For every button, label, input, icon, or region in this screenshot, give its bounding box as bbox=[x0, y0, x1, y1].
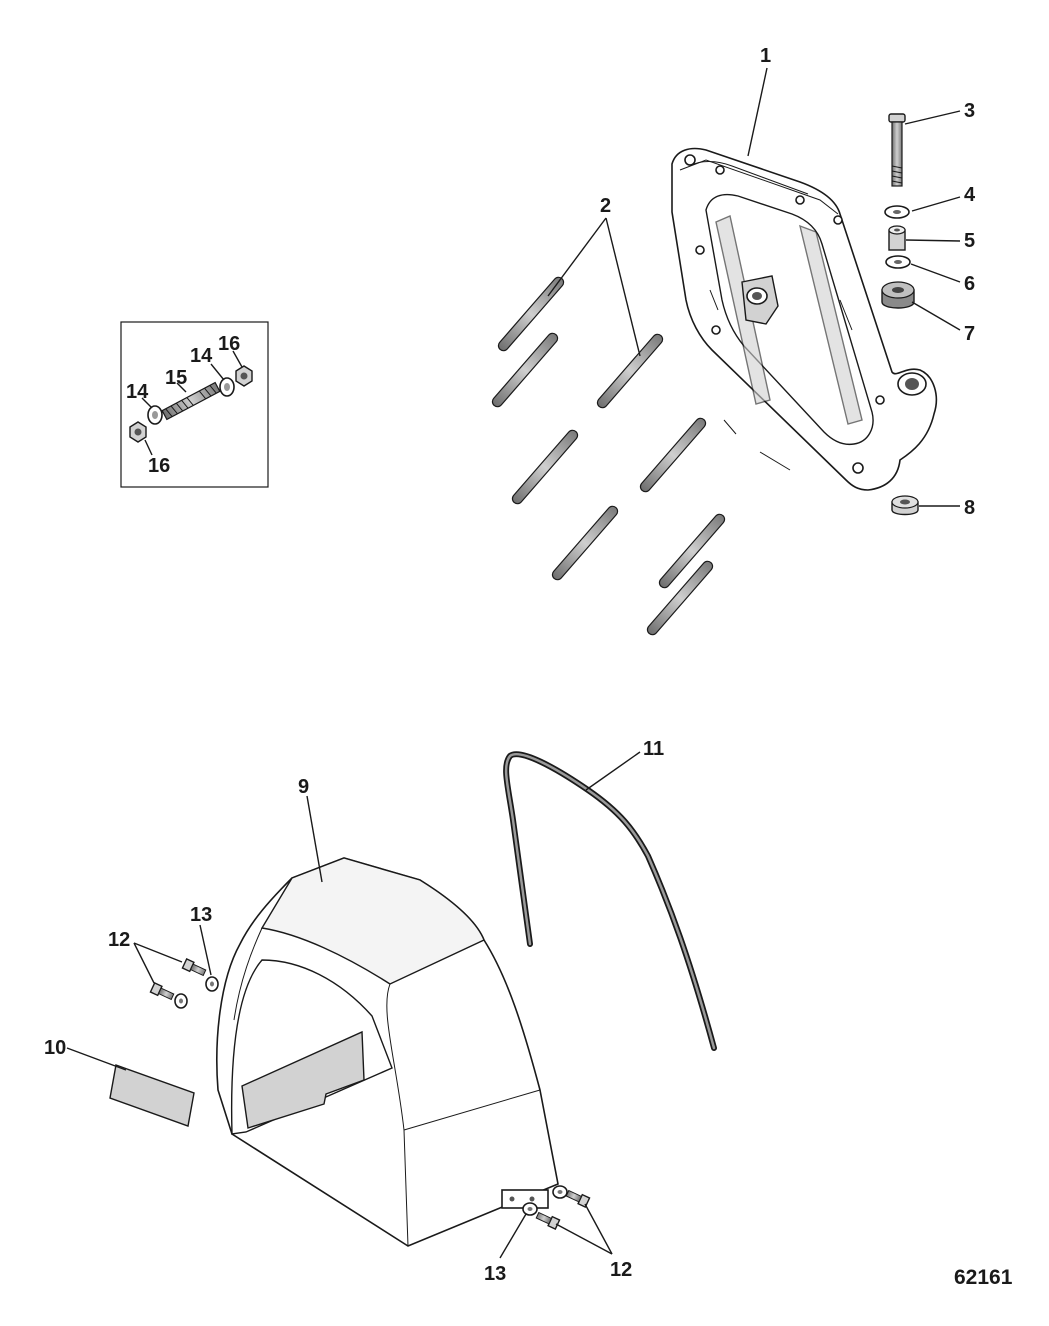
seal-strip-part-11 bbox=[503, 751, 717, 1051]
leader-11 bbox=[585, 751, 641, 791]
leader-6 bbox=[910, 263, 961, 283]
cover-shell-part-9 bbox=[216, 857, 559, 1247]
pin bbox=[491, 332, 559, 408]
stud-part-15 bbox=[161, 381, 221, 421]
leader-14b bbox=[210, 363, 225, 381]
washer-part-13-b bbox=[174, 993, 188, 1009]
pin bbox=[551, 505, 619, 581]
figure-number: 62161 bbox=[954, 1266, 1013, 1289]
leader-10 bbox=[66, 1047, 127, 1071]
leader-12b-1 bbox=[584, 1203, 613, 1255]
leader-12a-1 bbox=[133, 942, 183, 963]
stud-kit-inset: 15 14 14 16 16 bbox=[120, 321, 269, 488]
callout-7: 7 bbox=[964, 323, 975, 345]
leader-16a bbox=[232, 350, 243, 368]
callout-10: 10 bbox=[44, 1037, 66, 1059]
callout-12-upper: 12 bbox=[108, 929, 130, 951]
callout-3: 3 bbox=[964, 100, 975, 122]
callout-15: 15 bbox=[165, 367, 187, 389]
leader-5 bbox=[905, 239, 961, 242]
callout-11: 11 bbox=[643, 738, 664, 760]
callout-4: 4 bbox=[964, 184, 976, 206]
pin bbox=[658, 513, 726, 589]
washer-part-13-d bbox=[522, 1202, 538, 1216]
washer-part-6 bbox=[885, 255, 911, 269]
leader-7 bbox=[911, 301, 961, 331]
leader-15 bbox=[176, 382, 187, 393]
callout-1: 1 bbox=[760, 45, 771, 67]
nut-part-16-upper bbox=[235, 365, 253, 387]
callout-5: 5 bbox=[964, 230, 975, 252]
nut-part-16-lower bbox=[129, 421, 147, 443]
leader-3 bbox=[904, 110, 961, 125]
screw-part-12-a bbox=[181, 958, 207, 977]
screw-part-12-d bbox=[535, 1211, 561, 1230]
callout-16-lower: 16 bbox=[148, 455, 170, 477]
callout-9: 9 bbox=[298, 776, 309, 798]
pin bbox=[646, 560, 714, 636]
decal-part-10 bbox=[109, 1064, 195, 1127]
pins-part-2 bbox=[491, 276, 726, 636]
washer-part-13-a bbox=[205, 976, 219, 992]
leader-1 bbox=[747, 67, 768, 157]
callout-13-lower: 13 bbox=[484, 1263, 506, 1285]
bolt-part-3 bbox=[888, 113, 906, 187]
callout-16-upper: 16 bbox=[218, 333, 240, 355]
callout-6: 6 bbox=[964, 273, 975, 295]
leader-9 bbox=[306, 795, 323, 883]
callout-13-upper: 13 bbox=[190, 904, 212, 926]
screw-part-12-c bbox=[565, 1189, 591, 1208]
callout-14-right: 14 bbox=[190, 345, 213, 367]
spacer-part-5 bbox=[888, 225, 906, 251]
mount-part-7 bbox=[881, 281, 915, 309]
pin bbox=[596, 333, 664, 409]
callout-12-lower: 12 bbox=[610, 1259, 632, 1281]
leader-16b bbox=[144, 439, 153, 456]
leader-12a-2 bbox=[133, 942, 155, 984]
nut-part-8 bbox=[891, 495, 919, 516]
washer-part-4 bbox=[884, 205, 910, 219]
washer-part-14-lower bbox=[147, 405, 163, 425]
screw-part-12-b bbox=[149, 982, 175, 1001]
leader-12b-2 bbox=[555, 1223, 613, 1255]
mounting-frame-part-1 bbox=[671, 147, 938, 491]
pin bbox=[511, 429, 579, 505]
leader-2a bbox=[547, 217, 607, 297]
leader-4 bbox=[911, 196, 961, 212]
leader-14a bbox=[141, 397, 153, 409]
pin bbox=[639, 417, 707, 493]
callout-14-left: 14 bbox=[126, 381, 149, 403]
washer-part-13-c bbox=[552, 1185, 568, 1199]
leader-13a bbox=[199, 924, 212, 976]
callout-8: 8 bbox=[964, 497, 975, 519]
callout-2: 2 bbox=[600, 195, 611, 217]
leader-13b bbox=[499, 1213, 527, 1259]
leader-2b bbox=[605, 217, 641, 357]
washer-part-14-upper bbox=[219, 377, 235, 397]
